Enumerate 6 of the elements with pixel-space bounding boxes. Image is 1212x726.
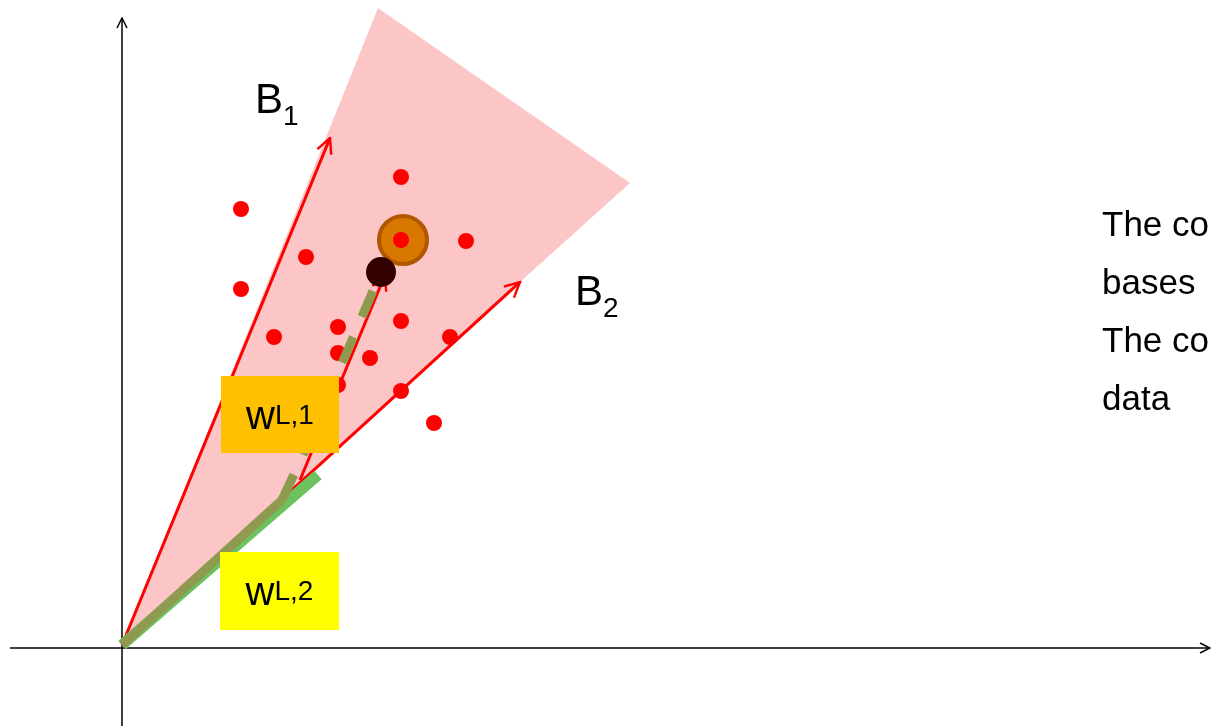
note-text: The co [1102,322,1209,357]
note-text: bases [1102,264,1196,299]
vector-label: B$_{2}$ [575,270,619,322]
note-text: The co [1102,206,1209,241]
vector-label: B$_{1}$ [255,78,299,130]
note-text: data [1102,380,1171,415]
